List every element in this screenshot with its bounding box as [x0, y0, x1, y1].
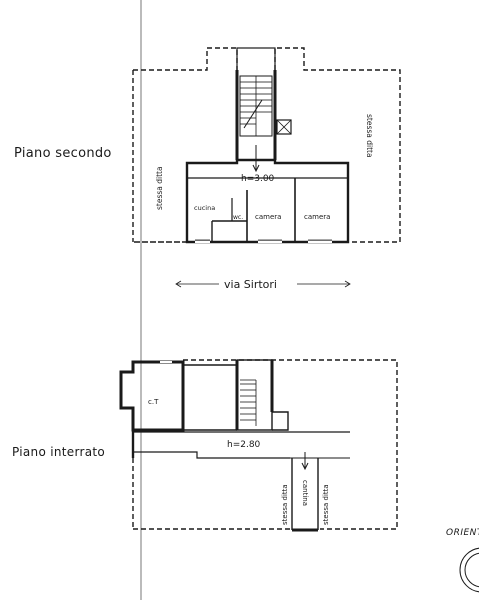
- height-label-second: h=3.00: [241, 174, 275, 184]
- label-piano-secondo: Piano secondo: [14, 146, 112, 161]
- shaft-box: [276, 119, 292, 135]
- compass-icon: [459, 547, 479, 593]
- second-floor-boundary: [133, 47, 401, 243]
- neighbor-label-right-basement: stessa ditta: [322, 484, 330, 525]
- second-floor-plan: [132, 47, 401, 244]
- neighbor-label-left-second: stessa ditta: [155, 166, 164, 210]
- second-floor-texts: h=3.00 cucina wc. camera camera stessa d…: [155, 114, 374, 221]
- stairwell-basement: [236, 359, 273, 431]
- street-label: via Sirtori: [224, 278, 277, 291]
- room-label-ct: c.T: [148, 398, 159, 406]
- room-label-camera-1: camera: [255, 213, 281, 221]
- basement-texts: c.T h=2.80 cantina stessa ditta stessa d…: [148, 398, 330, 525]
- ct-room-walls: [119, 360, 185, 432]
- room-label-camera-2: camera: [304, 213, 330, 221]
- room-label-cantina: cantina: [301, 480, 309, 506]
- room-label-wc: wc.: [233, 214, 243, 221]
- basement-plan: [119, 359, 398, 532]
- neighbor-label-left-basement: stessa ditta: [281, 484, 289, 525]
- room-label-cucina: cucina: [194, 204, 215, 212]
- label-orientation: ORIENT: [446, 528, 479, 538]
- basement-boundary: [133, 359, 398, 530]
- neighbor-label-right-second: stessa ditta: [365, 114, 374, 158]
- apartment-second-walls: [185, 158, 350, 244]
- height-label-basement: h=2.80: [227, 440, 261, 450]
- street-marker: via Sirtori: [175, 278, 351, 291]
- label-piano-interrato: Piano interrato: [12, 445, 106, 459]
